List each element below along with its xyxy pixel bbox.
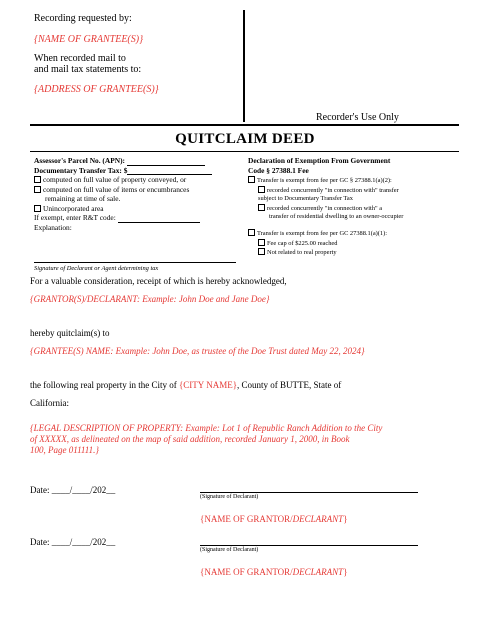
sub1-row: recorded concurrently "in connection wit… [248,185,463,196]
quitclaim-to-text: hereby quitclaim(s) to [30,328,110,338]
exempt-a1-row: Transfer is exempt from fee per GC 27388… [248,228,463,239]
apn-label: Assessor's Parcel No. (APN): [34,156,125,165]
dtt-row: Documentary Transfer Tax: $ [34,165,244,175]
mail-to-label-line1: When recorded mail to [34,53,126,64]
transfer-tax-section: Assessor's Parcel No. (APN): Documentary… [34,156,244,232]
signature-caption-1: (Signature of Declarant) [200,494,259,500]
sub1-cont: subject to Documentary Transfer Tax [258,195,353,203]
option-unincorporated-label: Unincorporated area [43,203,104,213]
header-rule [30,124,459,126]
city-placeholder[interactable]: {CITY NAME} [178,380,238,390]
option-full-value-label: computed on full value of property conve… [43,175,187,184]
exempt-a2-row: Transfer is exempt from fee per GC § 273… [248,176,463,186]
mail-to-label-line2: and mail tax statements to: [34,64,142,75]
property-suffix: , County of BUTTE, State of [237,380,342,390]
exemption-heading-line1: Declaration of Exemption From Government [248,156,391,165]
option-encumbrances-cont: remaining at time of sale. [45,194,121,203]
grantor-placeholder[interactable]: {GRANTOR(S)/DECLARANT: Example: John Doe… [30,294,270,304]
sub3-row: Fee cap of $225.00 reached [248,238,463,249]
exempt-a1-label: Transfer is exempt from fee per GC 27388… [257,229,388,237]
checkbox-dtt-concurrent[interactable] [258,185,265,193]
title-rule [30,151,459,152]
checkbox-full-value[interactable] [34,176,41,183]
recording-requested-label: Recording requested by: [34,13,132,24]
legal-description-line3: 100, Page 011111.} [30,445,99,455]
grantor-name-prefix-1: {NAME OF GRANTOR/ [200,514,293,524]
explanation-label: Explanation: [34,222,72,232]
legal-description-line1: {LEGAL DESCRIPTION OF PROPERTY: Example:… [30,423,383,433]
checkbox-not-real-property[interactable] [258,248,265,256]
exempt-code-label: If exempt, enter R&T code: [34,213,116,222]
dtt-label: Documentary Transfer Tax: $ [34,165,128,175]
property-text-line2: California: [30,398,69,408]
declarant-signature-caption: Signature of Declarant or Agent determin… [34,265,159,272]
date-field-1[interactable]: Date: ____/____/202__ [30,485,116,495]
property-text: the following real property in the City … [30,380,341,391]
sub2-row: recorded concurrently "in connection wit… [248,203,463,214]
option-encumbrances: computed on full value of items or encum… [34,185,244,195]
fee-exemption-section: Declaration of Exemption From Government… [248,156,463,258]
checkbox-exempt-a2[interactable] [248,176,255,183]
apn-row: Assessor's Parcel No. (APN): [34,156,244,166]
option-unincorporated: Unincorporated area [34,204,244,214]
legal-description-line2: of XXXXX, as delineated on the map of sa… [30,434,350,444]
signature-line-2[interactable] [200,545,418,546]
exempt-a2-label: Transfer is exempt from fee per GC § 273… [257,177,392,184]
recorders-use-label: Recorder's Use Only [316,112,399,123]
header-vertical-divider [243,10,245,122]
dtt-amount-field[interactable] [127,167,213,175]
exempt-code-row: If exempt, enter R&T code: [34,213,244,223]
grantee-placeholder[interactable]: {GRANTEE(S) NAME: Example: John Doe, as … [30,346,365,356]
sub2-label: recorded concurrently "in connection wit… [267,204,383,212]
property-prefix: the following real property in the City … [30,380,179,390]
sub4-row: Not related to real property [248,248,463,258]
page-title: QUITCLAIM DEED [175,131,315,147]
grantor-name-placeholder-1[interactable]: {NAME OF GRANTOR/DECLARANT} [200,514,348,525]
option-encumbrances-label: computed on full value of items or encum… [43,184,190,194]
checkbox-exempt-a1[interactable] [248,228,255,236]
checkbox-fee-cap[interactable] [258,238,265,246]
checkbox-encumbrances[interactable] [34,185,41,193]
grantor-name-placeholder-2[interactable]: {NAME OF GRANTOR/DECLARANT} [200,567,348,578]
checkbox-owner-occupier[interactable] [258,203,265,211]
date-field-2[interactable]: Date: ____/____/202__ [30,537,116,547]
grantor-name-end-2: } [343,567,348,577]
sub2-cont: transfer of residential dwelling to an o… [269,213,404,221]
signature-line-1[interactable] [200,492,418,493]
legal-description-placeholder[interactable]: {LEGAL DESCRIPTION OF PROPERTY: Example:… [30,423,470,456]
exemption-heading-line2: Code § 27388.1 Fee [248,165,309,175]
consideration-text: For a valuable consideration, receipt of… [30,276,287,286]
sub4-label: Not related to real property [267,249,337,257]
sub1-label: recorded concurrently "in connection wit… [267,186,399,194]
exempt-code-field[interactable] [117,215,200,223]
grantor-name-italic-2: DECLARANT [292,567,344,577]
grantor-name-prefix-2: {NAME OF GRANTOR/ [200,567,293,577]
signature-caption-2: (Signature of Declarant) [200,547,259,553]
checkbox-unincorporated[interactable] [34,204,41,212]
grantee-address-placeholder[interactable]: {ADDRESS OF GRANTEE(S)} [34,84,159,95]
grantor-name-italic-1: DECLARANT [292,514,344,524]
grantee-name-placeholder[interactable]: {NAME OF GRANTEE(S)} [34,34,144,45]
option-full-value: computed on full value of property conve… [34,175,244,185]
declarant-signature-line[interactable] [34,262,236,263]
apn-field[interactable] [126,158,205,166]
grantor-name-end-1: } [343,514,348,524]
sub3-label: Fee cap of $225.00 reached [267,239,338,247]
